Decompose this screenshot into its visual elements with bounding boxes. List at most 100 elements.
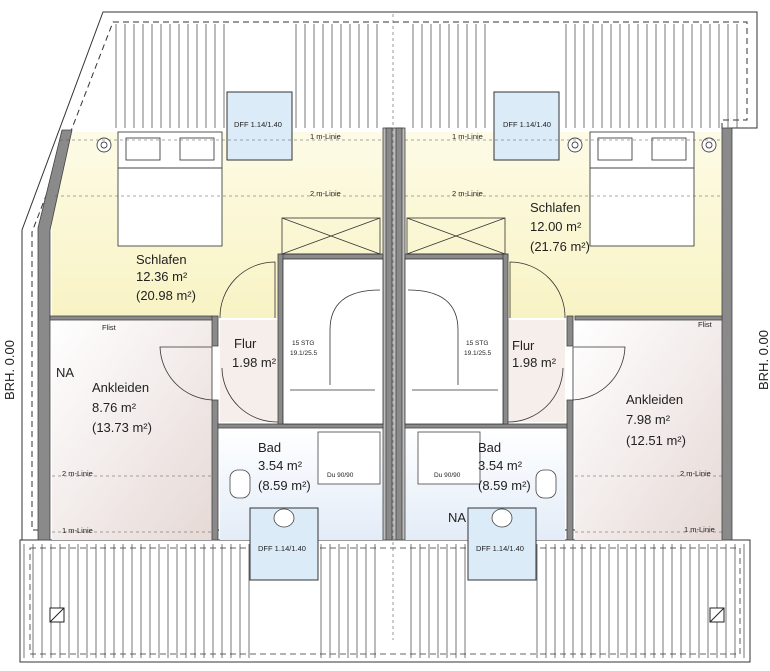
label-bad-right: Bad: [478, 440, 501, 455]
door-bedroom-right: [509, 261, 566, 319]
wall-dressing-left-top: [49, 315, 213, 321]
bed-left: [117, 131, 223, 247]
roof-battens-top: [115, 24, 738, 128]
label-2m-line-right: 2 m-Linie: [452, 189, 483, 198]
stair-left-box: [282, 258, 384, 425]
bed-right: [589, 131, 695, 247]
area-bad-right: 3.54 m²: [478, 458, 523, 473]
label-ankleiden-right: Ankleiden: [626, 392, 683, 407]
label-flur-left: Flur: [234, 336, 257, 351]
area-flur-left: 1.98 m²: [232, 355, 277, 370]
shower-left: [317, 431, 381, 485]
label-1m-line-ank-left: 1 m-Linie: [62, 526, 93, 535]
label-brh-right: BRH. 0.00: [756, 330, 770, 390]
stair-left-curve: [329, 289, 381, 385]
party-wall-core-left: [385, 127, 393, 541]
label-flist-left: Flist: [102, 323, 117, 332]
roof-bottom-frame-inner: [29, 547, 741, 655]
label-1m-line-left: 1 m-Linie: [310, 132, 341, 141]
wall-left-partition: [211, 315, 219, 347]
beds: [96, 131, 717, 247]
label-1m-line-ank-right: 1 m-Linie: [684, 525, 715, 534]
gross-ankleiden-left: (13.73 m²): [92, 420, 152, 435]
label-2m-line-ank-right: 2 m-Linie: [680, 469, 711, 478]
stair-void-left: [281, 217, 381, 255]
gross-bad-right: (8.59 m²): [478, 478, 531, 493]
dressing-right-fill: [575, 318, 723, 540]
area-flur-right: 1.98 m²: [512, 355, 557, 370]
wall-stair-right-top: [404, 253, 509, 260]
area-schlafen-right: 12.00 m²: [530, 219, 582, 234]
wc-right: [535, 469, 557, 499]
wall-dressing-right-top: [574, 315, 723, 321]
doors: [159, 261, 626, 423]
label-schlafen-left: Schlafen: [136, 252, 187, 267]
roof-battens-bottom: [23, 544, 745, 658]
label-1m-line-right: 1 m-Linie: [452, 132, 483, 141]
label-na-right: NA: [448, 510, 466, 525]
hall-left-fill: [220, 320, 280, 422]
label-2m-line-left: 2 m-Linie: [310, 189, 341, 198]
label-brh-left: BRH. 0.00: [2, 340, 17, 400]
label-skylight-bottom-right: DFF 1.14/1.40: [476, 544, 524, 553]
label-bad-left: Bad: [258, 440, 281, 455]
wall-stair-left-top: [279, 253, 384, 260]
door-dressing-right: [572, 346, 626, 401]
corner-markers: [49, 607, 725, 623]
area-ankleiden-left: 8.76 m²: [92, 400, 137, 415]
basin-right: [491, 508, 513, 528]
label-stair-dim-right: 19.1/25.5: [464, 350, 491, 357]
wall-bath-left-top: [217, 423, 384, 429]
area-bad-left: 3.54 m²: [258, 458, 303, 473]
wall-right-partition-low: [566, 399, 574, 541]
gross-ankleiden-right: (12.51 m²): [626, 433, 686, 448]
skylight-top-left: [226, 91, 293, 161]
walls: [37, 127, 733, 541]
door-bath-left: [221, 367, 279, 423]
area-ankleiden-right: 7.98 m²: [626, 412, 671, 427]
wall-left-partition-low: [211, 399, 219, 541]
stair-right-box: [404, 258, 504, 425]
label-stair-left: 15 STG: [292, 340, 314, 347]
door-bath-right: [507, 367, 564, 423]
gross-schlafen-left: (20.98 m²): [136, 288, 196, 303]
label-skylight-top-right: DFF 1.14/1.40: [503, 120, 551, 129]
gross-schlafen-right: (21.76 m²): [530, 239, 590, 254]
area-schlafen-left: 12.36 m²: [136, 269, 188, 284]
label-skylight-bottom-left: DFF 1.14/1.40: [258, 544, 306, 553]
right-outer-wall: [721, 127, 733, 541]
party-wall-core-right: [395, 127, 403, 541]
label-shower-left: Du 90/90: [327, 472, 354, 479]
wall-stair-left-side: [277, 253, 284, 425]
label-na-left: NA: [56, 365, 74, 380]
wall-stair-right-side: [502, 253, 509, 425]
roof-bottom-frame: [19, 539, 751, 663]
hall-right-fill: [505, 320, 565, 422]
wc-left: [229, 469, 251, 499]
left-outer-wall: [37, 129, 73, 541]
dressing-left-fill: [52, 318, 212, 540]
door-dressing-left: [159, 346, 213, 401]
label-flist-right: Flist: [698, 320, 713, 329]
wall-right-partition: [566, 315, 574, 347]
stair-void-right: [406, 217, 506, 255]
wall-bath-right-top: [404, 423, 568, 429]
label-2m-line-ank-left: 2 m-Linie: [62, 469, 93, 478]
gross-bad-left: (8.59 m²): [258, 478, 311, 493]
staircases: [281, 217, 506, 425]
basin-left: [273, 508, 295, 528]
room-labels: Schlafen 12.36 m² (20.98 m²) Schlafen 12…: [2, 120, 770, 553]
label-stair-right: 15 STG: [466, 340, 488, 347]
stair-right-curve: [407, 289, 459, 385]
label-schlafen-right: Schlafen: [530, 200, 581, 215]
label-shower-right: Du 90/90: [434, 472, 461, 479]
guide-lines: [52, 14, 722, 640]
label-ankleiden-left: Ankleiden: [92, 380, 149, 395]
shower-right: [417, 431, 481, 485]
skylight-top-right: [493, 91, 560, 161]
door-bedroom-left: [219, 261, 276, 319]
bath-fixtures: [229, 431, 557, 528]
label-flur-right: Flur: [512, 338, 535, 353]
label-stair-dim-left: 19.1/25.5: [290, 350, 317, 357]
